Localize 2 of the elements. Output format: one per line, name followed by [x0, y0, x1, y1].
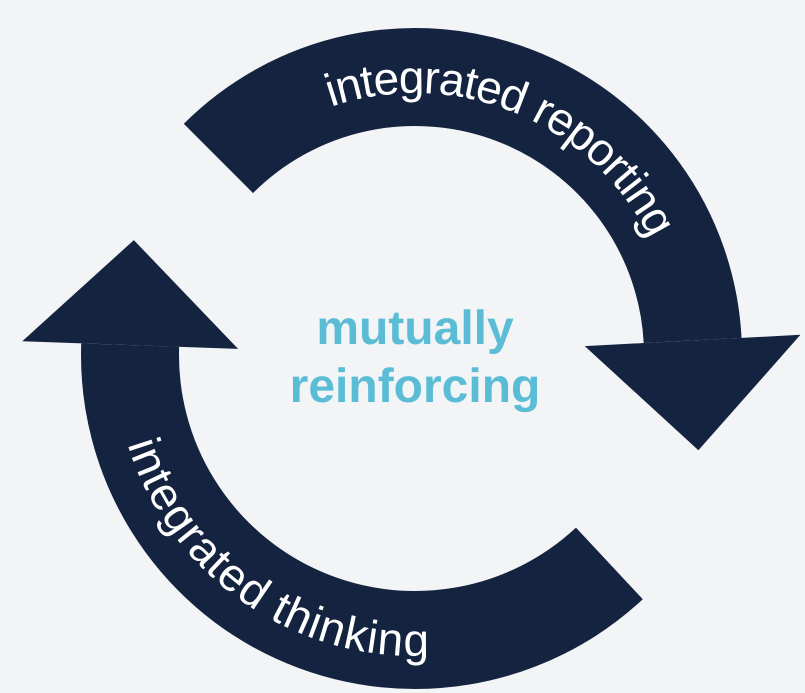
curved-arrow [22, 240, 640, 689]
center-text: mutually reinforcing [288, 301, 542, 415]
